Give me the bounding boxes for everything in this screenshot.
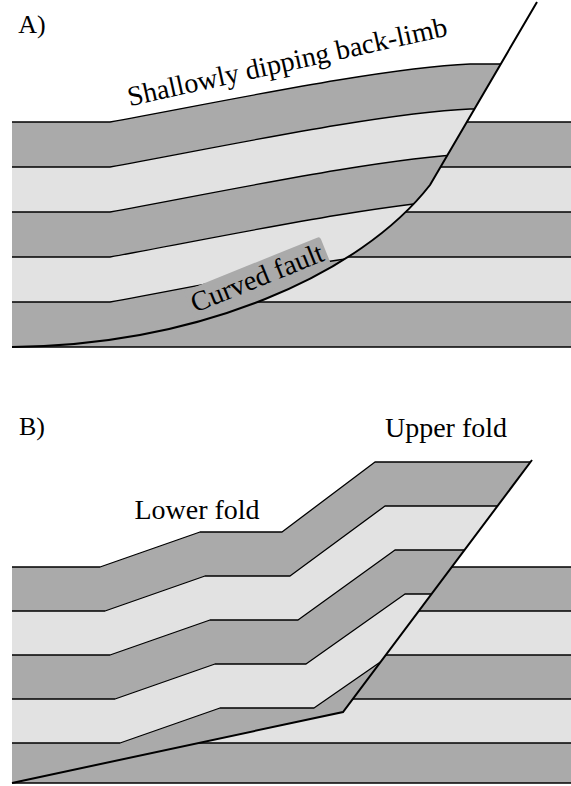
ramp-fault-line <box>12 460 532 783</box>
fold-label: Lower fold <box>134 495 259 526</box>
fold-label: Upper fold <box>385 413 507 444</box>
panel-letter: A) <box>18 11 45 40</box>
panel-letter: B) <box>19 413 45 442</box>
hanging-wall-beds <box>0 462 571 786</box>
hanging-wall-beds <box>0 64 571 420</box>
curved-fault-line <box>12 2 537 347</box>
